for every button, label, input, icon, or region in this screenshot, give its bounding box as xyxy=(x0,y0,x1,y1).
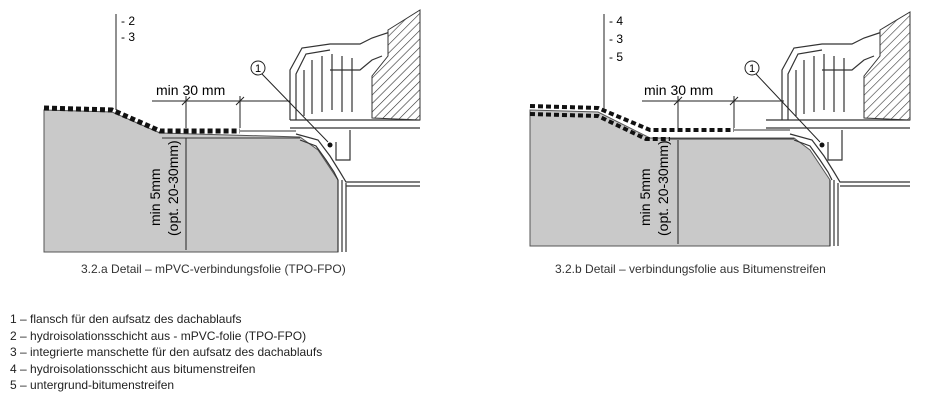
drain-pipe-a xyxy=(295,133,420,252)
layer-label-b-2: - 3 xyxy=(609,32,623,46)
dimension-line-a xyxy=(152,96,290,128)
dimension-vertical-b-2: (opt. 20-30mm) xyxy=(655,140,671,236)
membrane-layer-b-top xyxy=(529,104,734,132)
membrane-layer-b-bottom xyxy=(529,112,670,141)
drain-detail-diagrams: 1 - 2 - 3 min 30 mm min 5mm (opt. 20-30m… xyxy=(43,9,911,253)
legend-item-4: 4 – hydroisolationsschicht aus bitumenst… xyxy=(10,361,256,376)
layer-label-b-1: - 4 xyxy=(609,14,623,28)
callout-label-b: 1 xyxy=(749,63,755,75)
drain-pipe-b xyxy=(789,133,910,246)
flange-point-a xyxy=(327,142,333,148)
legend-item-3: 3 – integrierte manschette für den aufsa… xyxy=(10,345,323,359)
layer-label-a-2: - 3 xyxy=(121,30,135,44)
figure-b-caption: 3.2.b Detail – verbindungsfolie aus Bitu… xyxy=(555,262,826,276)
substrate-b xyxy=(529,109,831,247)
figure-a-caption: 3.2.a Detail – mPVC-verbindungsfolie (TP… xyxy=(81,262,346,276)
hatched-cap-a xyxy=(371,9,421,121)
dimension-horizontal-b: min 30 mm xyxy=(644,82,713,98)
legend-item-2: 2 – hydroisolationsschicht aus - mPVC-fo… xyxy=(10,328,307,343)
layer-label-a-1: - 2 xyxy=(121,14,135,28)
dimension-horizontal-a: min 30 mm xyxy=(156,82,225,98)
hatched-cap-b xyxy=(863,11,911,121)
membrane-layer-a xyxy=(43,105,240,134)
callout-label-a: 1 xyxy=(255,63,261,75)
callout-circle-a xyxy=(250,60,266,76)
figure-a: 1 - 2 - 3 min 30 mm min 5mm (opt. 20-30m… xyxy=(43,9,421,253)
dimension-vertical-b-1: min 5mm xyxy=(637,168,653,226)
legend-item-1: 1 – flansch für den aufsatz des dachabla… xyxy=(10,312,242,326)
dimension-vertical-a-2: (opt. 20-30mm) xyxy=(165,140,181,236)
layer-label-b-3: - 5 xyxy=(609,50,623,64)
drain-housing-b xyxy=(766,27,910,161)
legend: 1 – flansch für den aufsatz des dachabla… xyxy=(10,311,322,394)
dimension-vertical-a-1: min 5mm xyxy=(147,168,163,226)
substrate-a xyxy=(43,109,339,253)
legend-item-5: 5 – untergrund-bitumenstreifen xyxy=(10,378,175,392)
flange-point-b xyxy=(819,142,825,148)
dimension-line-b xyxy=(642,96,784,128)
figure-b: 1 - 4 - 3 - 5 min 30 mm min 5mm (opt. 20… xyxy=(529,11,911,247)
callout-circle-b xyxy=(744,60,760,76)
drain-housing-a xyxy=(289,27,420,161)
